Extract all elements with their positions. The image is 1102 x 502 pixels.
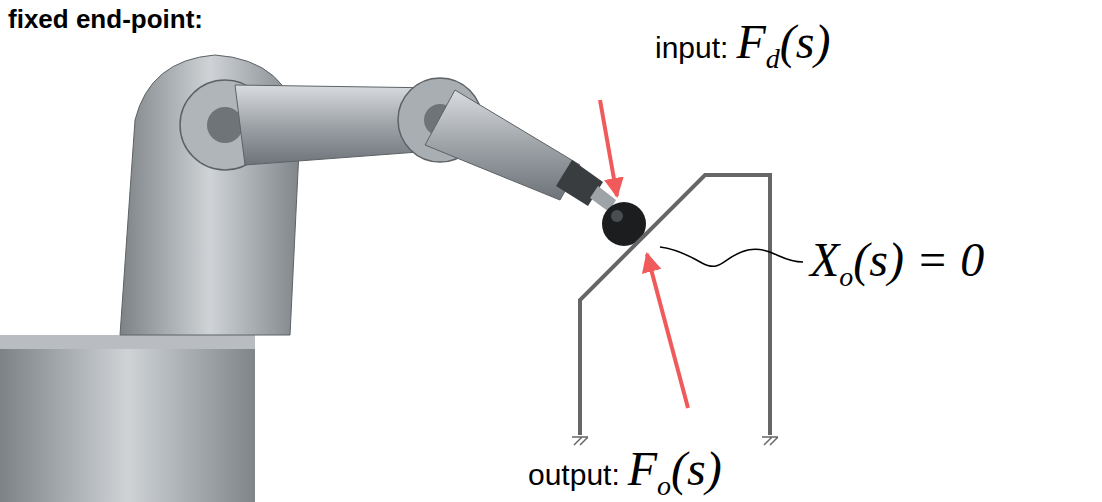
robot-base	[0, 335, 255, 502]
signal-subscript: o	[839, 261, 853, 292]
signal-word: input:	[655, 31, 728, 64]
output-label: output:Fo(s)	[528, 445, 722, 500]
fixed-surface	[580, 175, 770, 435]
signal-symbol: F	[736, 15, 765, 68]
robot-base-top	[0, 335, 255, 349]
input-force-arrow	[600, 100, 617, 196]
signal-equation: (s) = 0	[853, 233, 984, 286]
shoulder-hub	[207, 107, 243, 143]
signal-argument: (s)	[780, 15, 831, 68]
slide-heading: fixed end-point:	[8, 4, 203, 35]
signal-subscript: o	[657, 470, 671, 501]
signal-argument: (s)	[671, 442, 722, 495]
constraint-label: Xo(s) = 0	[810, 236, 984, 291]
robot-forearm	[425, 90, 580, 200]
signal-symbol: F	[628, 442, 657, 495]
signal-subscript: d	[766, 43, 780, 74]
output-force-arrow	[647, 254, 688, 408]
tool-highlight	[611, 210, 623, 222]
signal-word: output:	[528, 458, 620, 491]
input-label: input:Fd(s)	[655, 18, 830, 73]
leader-line	[660, 247, 803, 266]
signal-symbol: X	[810, 233, 839, 286]
